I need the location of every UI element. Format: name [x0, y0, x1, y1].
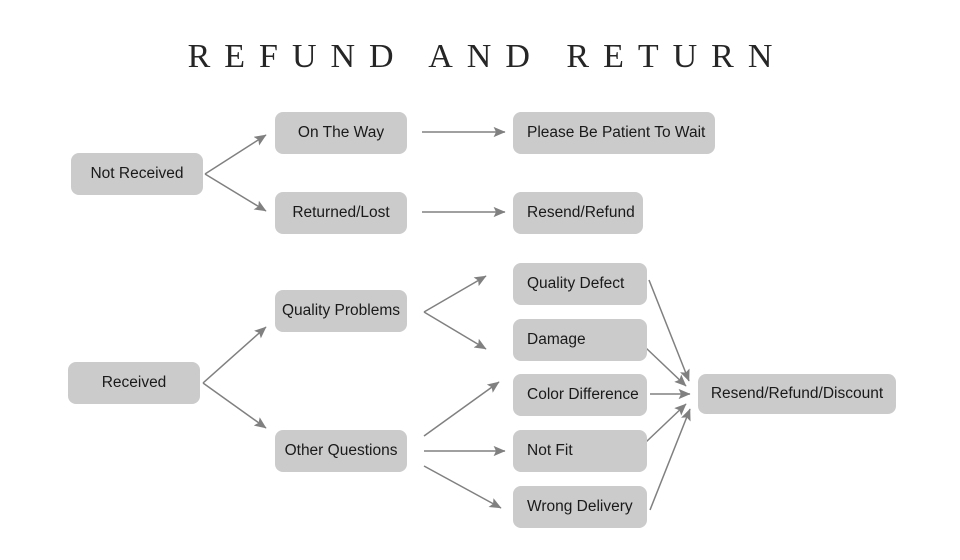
- node-color-difference[interactable]: Color Difference: [513, 374, 647, 416]
- arrow-other-questions-to-wrong-delivery: [423, 465, 502, 509]
- arrow-received-to-quality-problems: [202, 326, 267, 384]
- node-not-received[interactable]: Not Received: [71, 153, 203, 195]
- node-returned-lost[interactable]: Returned/Lost: [275, 192, 407, 234]
- arrow-quality-problems-to-damage: [423, 311, 487, 350]
- arrow-not-received-to-on-the-way: [204, 134, 267, 175]
- node-on-the-way[interactable]: On The Way: [275, 112, 407, 154]
- page-title: REFUND AND RETURN: [187, 38, 787, 75]
- arrow-received-to-other-questions: [202, 382, 267, 429]
- node-received[interactable]: Received: [68, 362, 200, 404]
- arrow-not-fit-to-resend-refund-discount: [645, 403, 687, 443]
- node-other-questions[interactable]: Other Questions: [275, 430, 407, 472]
- node-resend-refund-discount[interactable]: Resend/Refund/Discount: [698, 374, 896, 414]
- node-damage[interactable]: Damage: [513, 319, 647, 361]
- arrow-quality-problems-to-quality-defect: [423, 275, 487, 313]
- arrow-not-received-to-returned-lost: [204, 173, 267, 212]
- node-quality-defect[interactable]: Quality Defect: [513, 263, 647, 305]
- arrow-other-questions-to-color-difference: [423, 381, 500, 437]
- arrow-wrong-delivery-to-resend-refund-discount: [649, 408, 691, 511]
- node-please-be-patient-to-wait[interactable]: Please Be Patient To Wait: [513, 112, 715, 154]
- arrow-damage-to-resend-refund-discount: [645, 347, 687, 387]
- arrow-quality-defect-to-resend-refund-discount: [648, 279, 690, 382]
- node-wrong-delivery[interactable]: Wrong Delivery: [513, 486, 647, 528]
- node-not-fit[interactable]: Not Fit: [513, 430, 647, 472]
- node-quality-problems[interactable]: Quality Problems: [275, 290, 407, 332]
- node-resend-refund[interactable]: Resend/Refund: [513, 192, 643, 234]
